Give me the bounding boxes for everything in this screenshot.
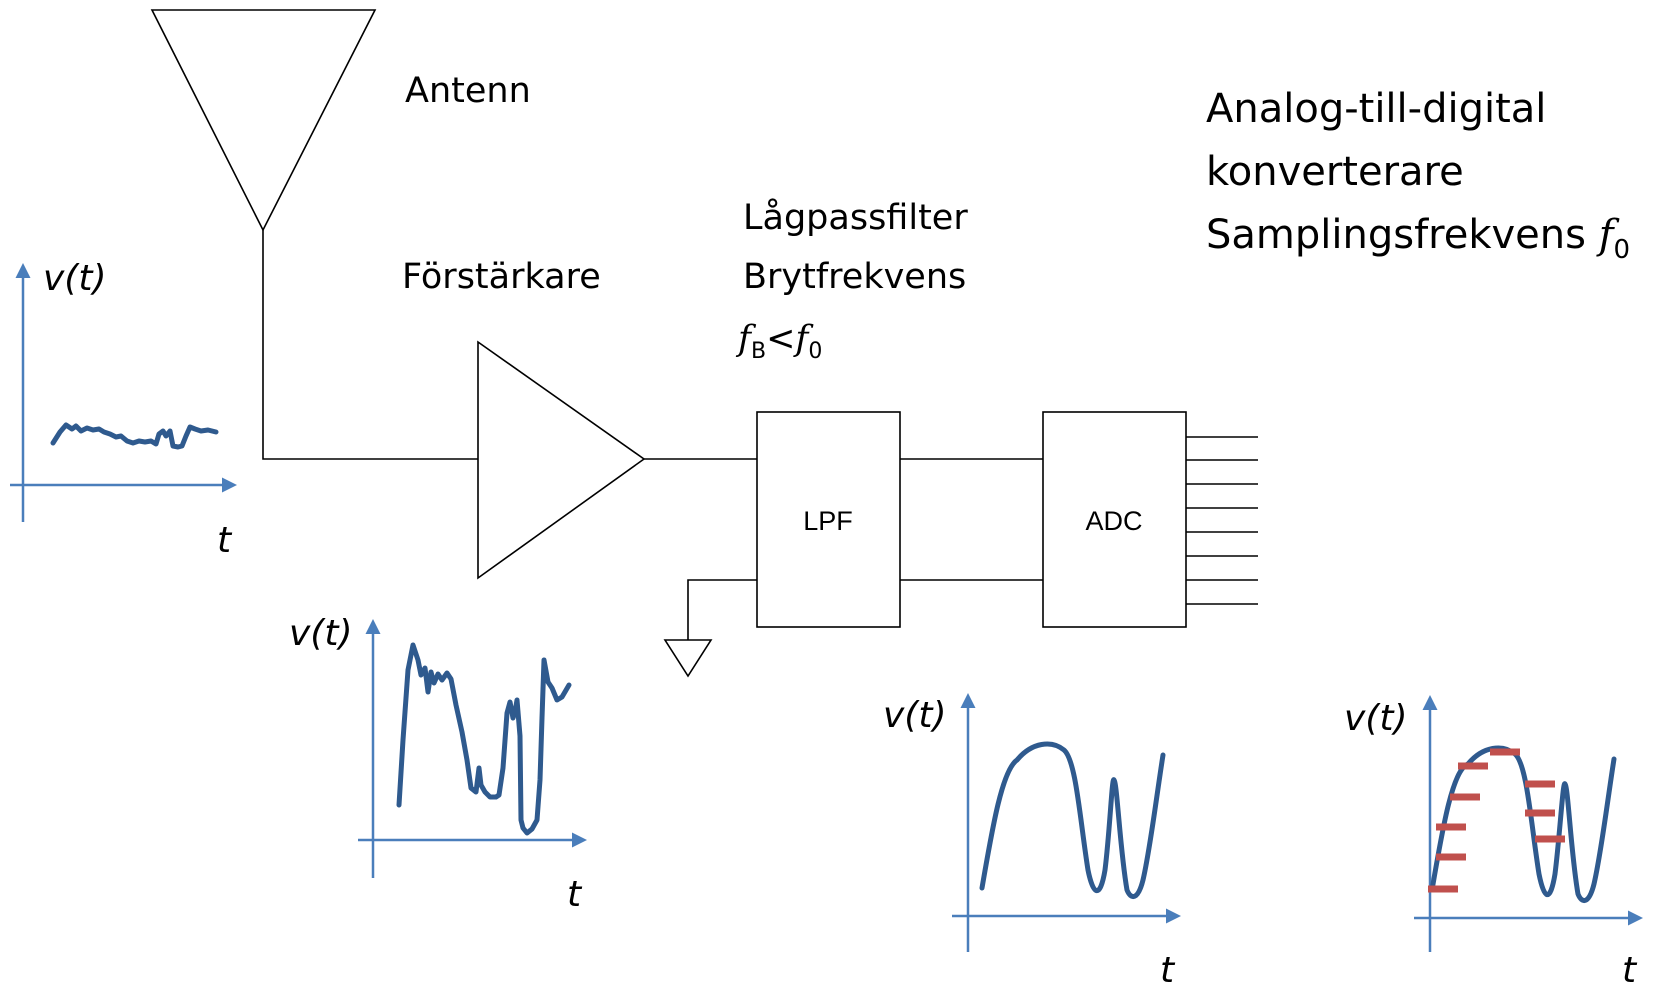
antenna-label: Antenn [405,71,531,111]
lpf-title: Lågpassfilter [743,197,968,238]
amplifier-label: Förstärkare [402,257,601,297]
adc-title-line1: Analog-till-digital [1206,86,1546,132]
lpf-cutoff-label: Brytfrekvens [743,257,966,297]
amplifier-symbol [477,340,646,580]
x-axis-label: t [1160,950,1176,987]
y-axis-label: v(t) [43,258,107,299]
ground-wire [687,579,757,640]
x-axis-label: t [217,520,233,561]
signal-trace [1429,745,1617,903]
y-axis-label: v(t) [289,613,353,654]
x-axis-label: t [1622,950,1638,987]
lpf-block-label: LPF [803,506,853,536]
lpf-condition: fB<f0 [735,319,822,364]
plot-amplified-signal: v(t) t [289,613,587,915]
plot-antenna-signal: v(t) t [10,258,237,561]
adc-block [1042,411,1187,628]
signal-trace [50,422,219,450]
plot-filtered-signal: v(t) t [883,693,1181,987]
adc-output-bus [1186,436,1258,605]
x-axis-label: t [567,874,583,915]
antenna-feed-wire [262,230,478,460]
y-axis-label: v(t) [883,695,947,736]
plot-sampled-signal: v(t) t [1344,695,1643,987]
lpf-block [756,411,901,628]
ground-symbol [663,639,713,678]
adc-title-line3: Samplingsfrekvens f0 [1206,212,1630,265]
adc-title-line2: konverterare [1206,149,1464,195]
antenna-symbol [150,9,377,232]
signal-trace [396,642,572,836]
signal-trace [979,741,1166,899]
sample-marks [1428,748,1565,893]
adc-block-label: ADC [1085,506,1142,536]
y-axis-label: v(t) [1344,698,1408,739]
